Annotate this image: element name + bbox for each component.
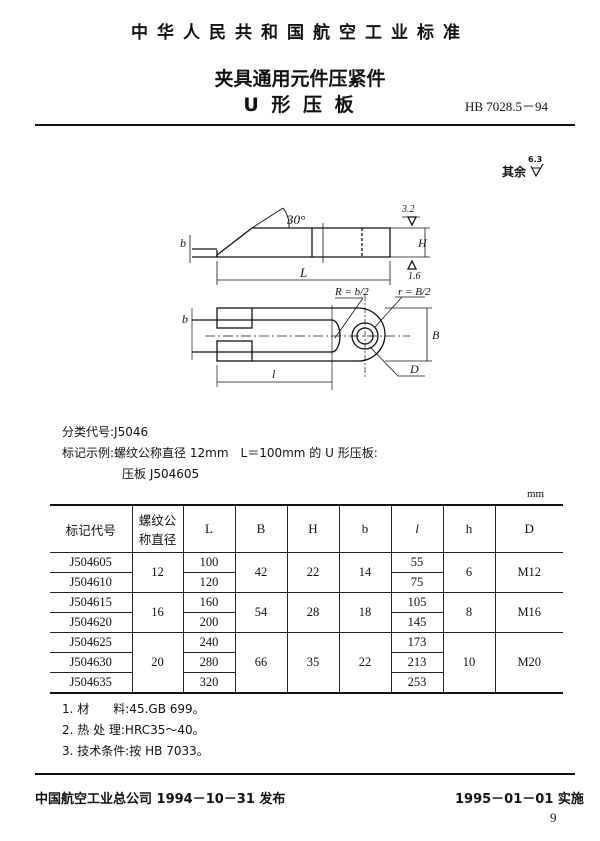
page-number: 9 xyxy=(550,810,557,825)
document-title: 夹具通用元件压紧件 xyxy=(214,68,386,90)
footer-rule xyxy=(35,773,575,775)
table-row: J504615 16 160 54 28 18 105 8 M16 xyxy=(50,592,563,633)
table-unit: mm xyxy=(527,488,545,500)
col-H: H xyxy=(286,505,340,553)
col-D: D xyxy=(494,505,563,553)
u-clamp-drawing: 30° b H L 3.2 1.6 R = b/2 r = B/2 b B D … xyxy=(180,204,440,390)
issue-info: 中国航空工业总公司 1994－10－31 发布 xyxy=(35,792,286,807)
table-row: J504605 12 100 42 22 14 55 6 M12 xyxy=(50,552,563,593)
roughness-rest-label: 其余 xyxy=(502,165,527,179)
marking-example-value: 压板 J504605 xyxy=(122,467,200,481)
dim-L: L xyxy=(299,265,307,280)
spec-table: 标记代号 螺纹公称直径 L B H b l h D J504605 12 100… xyxy=(50,504,563,694)
note-technical-conditions: 3. 技术条件:按 HB 7033。 xyxy=(62,744,209,758)
table-row: J504620 200 145 xyxy=(50,612,563,633)
dim-b-top: b xyxy=(182,312,188,326)
roughness-triangle-icon xyxy=(530,163,544,178)
col-thread: 螺纹公称直径 xyxy=(131,505,184,553)
table-header-row: 标记代号 螺纹公称直径 L B H b l h D xyxy=(50,505,563,553)
header-rule xyxy=(35,124,575,126)
col-h: h xyxy=(442,505,496,553)
table-row: J504635 320 253 xyxy=(50,672,563,694)
marking-example-text: 螺纹公称直径 12mm L＝100mm 的 U 形压板: xyxy=(114,446,378,460)
dim-l: l xyxy=(272,367,276,381)
document-subtitle: U 形 压 板 xyxy=(243,94,357,116)
col-l: l xyxy=(390,505,444,553)
dim-D: D xyxy=(409,362,419,376)
roughness-bottom: 1.6 xyxy=(408,271,421,282)
standard-code: HB 7028.5－94 xyxy=(465,99,549,114)
col-b: b xyxy=(338,505,392,553)
dim-B: B xyxy=(432,328,440,342)
class-code-value: J5046 xyxy=(114,425,149,439)
note-heat-treatment: 2. 热 处 理:HRC35～40。 xyxy=(62,723,205,737)
col-code: 标记代号 xyxy=(50,505,133,553)
roughness-rest-value: 6.3 xyxy=(528,155,543,164)
radius-r-label: r = B/2 xyxy=(398,286,431,298)
angle-label: 30° xyxy=(286,212,305,227)
dim-H: H xyxy=(417,236,428,250)
effective-date: 1995－01－01 实施 xyxy=(455,792,584,807)
table-row: J504625 20 240 66 35 22 173 10 M20 xyxy=(50,632,563,694)
standard-org-title: 中华人民共和国航空工业标准 xyxy=(131,23,469,43)
table-row: J504630 280 213 xyxy=(50,652,563,673)
note-material: 1. 材 料:45.GB 699。 xyxy=(62,702,205,716)
roughness-top: 3.2 xyxy=(401,204,415,215)
radius-R-label: R = b/2 xyxy=(334,286,369,298)
col-L: L xyxy=(182,505,236,553)
marking-example: 标记示例:螺纹公称直径 12mm L＝100mm 的 U 形压板: xyxy=(62,446,378,460)
class-code: 分类代号:J5046 xyxy=(62,425,149,439)
roughness-rest-mark: 其余 6.3 xyxy=(502,155,544,180)
dim-b-side: b xyxy=(180,236,186,250)
col-B: B xyxy=(234,505,288,553)
